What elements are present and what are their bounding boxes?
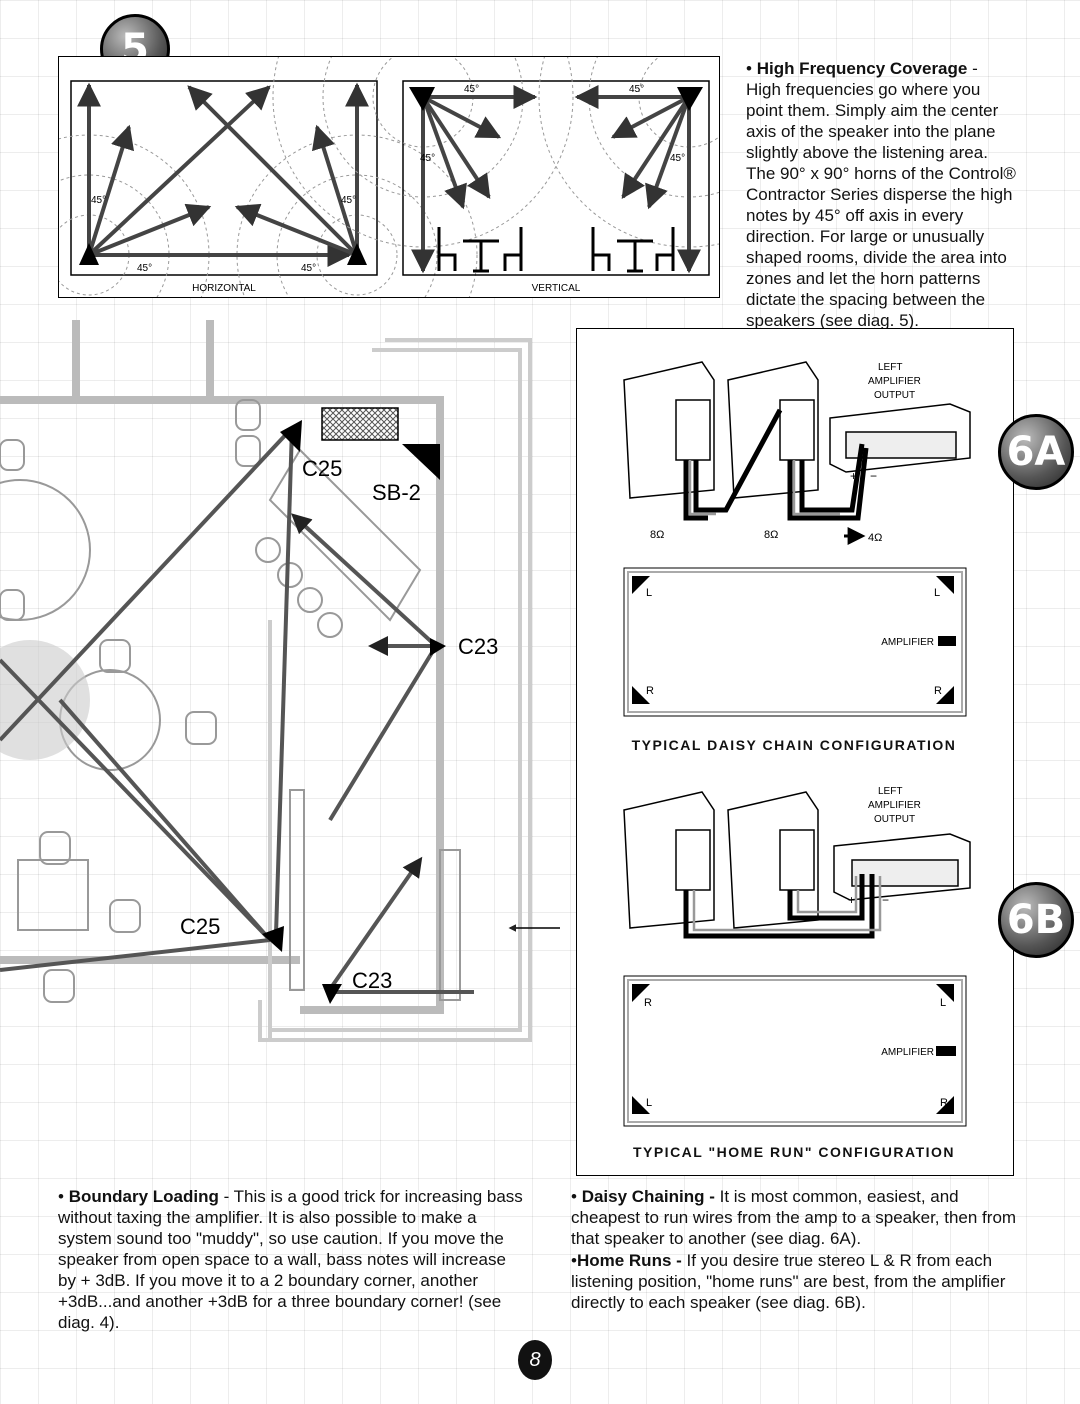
minus-label: − [882, 893, 889, 907]
daisy-chain-caption: TYPICAL DAISY CHAIN CONFIGURATION [631, 737, 957, 753]
corner-label: L [940, 997, 946, 1009]
horizontal-label: HORIZONTAL [192, 283, 256, 294]
high-frequency-paragraph: • High Frequency Coverage - High frequen… [746, 58, 1016, 331]
diagram-6b-badge: 6B [998, 882, 1074, 958]
boundary-loading-paragraph: • Boundary Loading - This is a good tric… [58, 1186, 528, 1333]
plus-label: + [850, 469, 857, 483]
diagram-6a-badge: 6A [998, 414, 1074, 490]
diagram-5-panel: 45° 45° 45° 45° HORIZONTAL 45° 45° 45° 4… [0, 0, 840, 376]
speaker-label-c23-bottom: C23 [352, 968, 392, 993]
daisy-chaining-title: Daisy Chaining - [581, 1187, 715, 1206]
plus-label: + [848, 893, 855, 907]
speaker-corner-icon [936, 686, 954, 704]
amp-output-line: LEFT [878, 362, 902, 373]
amp-output-line: LEFT [878, 786, 902, 797]
subwoofer-sb2 [321, 407, 399, 441]
angle-label: 45° [420, 153, 435, 164]
page-number-badge: 8 [518, 1340, 552, 1380]
corner-label: R [646, 685, 654, 697]
speaker-label-c25-top: C25 [302, 456, 342, 481]
home-runs-paragraph: •Home Runs - If you desire true stereo L… [571, 1250, 1021, 1313]
vertical-label: VERTICAL [532, 283, 581, 294]
furniture [0, 399, 461, 1003]
angle-label: 45° [464, 84, 479, 95]
amplifier-block-icon [938, 636, 956, 646]
high-frequency-title: High Frequency Coverage [756, 59, 968, 78]
speaker-corner-icon [632, 686, 650, 704]
bullet: • [571, 1187, 582, 1206]
amp-output-line: AMPLIFIER [868, 800, 921, 811]
home-run-caption: TYPICAL "HOME RUN" CONFIGURATION [632, 1144, 956, 1160]
boundary-loading-text: - This is a good trick for increasing ba… [58, 1187, 523, 1332]
speaker-cabinet-icon [727, 791, 819, 929]
daisy-chaining-text: It is most common, easiest, and cheapest… [571, 1187, 1017, 1248]
diagram-6b-label: 6B [1006, 897, 1066, 943]
speaker-cabinet-icon [623, 361, 715, 499]
diagram-6a-svg: LEFT AMPLIFIER OUTPUT 8Ω 8Ω 4Ω + − L L R… [623, 361, 971, 717]
angle-label: 45° [670, 153, 685, 164]
high-frequency-text: - High frequencies go where you point th… [746, 59, 1016, 330]
room-outline [623, 975, 967, 1127]
angle-label: 45° [341, 195, 356, 206]
speaker-right-icon [677, 87, 703, 111]
speaker-label-sb2: SB-2 [372, 480, 421, 505]
amp-output-line: OUTPUT [874, 814, 915, 825]
speaker-markers [262, 420, 446, 1004]
home-runs-text: If you desire true stereo L & R from eac… [571, 1251, 1006, 1312]
diagram-5-svg: 45° 45° 45° 45° HORIZONTAL 45° 45° 45° 4… [0, 0, 840, 376]
amp-output-line: OUTPUT [874, 390, 915, 401]
corner-label: R [940, 1097, 948, 1109]
speaker-corner-icon [936, 1096, 954, 1114]
impedance-label: 8Ω [650, 529, 664, 541]
speaker-corner-icon [936, 576, 954, 594]
bullet: • [571, 1251, 577, 1270]
angle-label: 45° [629, 84, 644, 95]
bullet: • [746, 59, 757, 78]
speaker-corner-icon [632, 984, 650, 1002]
speaker-corner-icon [632, 1096, 650, 1114]
diagram-6a-label: 6A [1006, 429, 1066, 475]
impedance-label: 8Ω [764, 529, 778, 541]
bullet: • [58, 1187, 69, 1206]
speaker-left-icon [409, 87, 435, 111]
floor-plan-svg: C25 SB-2 C23 C25 C23 [0, 320, 560, 1042]
speaker-left-icon [79, 243, 99, 265]
daisy-chaining-paragraph: • Daisy Chaining - It is most common, ea… [571, 1186, 1021, 1249]
speaker-right-icon [347, 243, 367, 265]
speaker-corner-icon [936, 984, 954, 1002]
angle-label: 45° [91, 195, 106, 206]
angle-label: 45° [137, 263, 152, 274]
boundary-loading-title: Boundary Loading [68, 1187, 219, 1206]
amplifier-label: AMPLIFIER [881, 1047, 934, 1058]
corner-label: L [646, 1097, 652, 1109]
corner-label: R [644, 997, 652, 1009]
home-runs-title: Home Runs - [576, 1251, 682, 1270]
table-chairs-icon [437, 227, 675, 273]
speaker-label-c23-mid: C23 [458, 634, 498, 659]
speaker-corner-icon [632, 576, 650, 594]
speaker-label-c25-bottom: C25 [180, 914, 220, 939]
impedance-label: 4Ω [868, 532, 882, 544]
speaker-cabinet-icon [623, 791, 715, 929]
diagram-6b-svg: LEFT AMPLIFIER OUTPUT + − R L L R AMPLIF… [623, 786, 971, 1127]
amplifier-block-icon [936, 1046, 956, 1056]
coverage-arrows [0, 426, 474, 994]
corner-label: L [934, 587, 940, 599]
corner-label: L [646, 587, 652, 599]
minus-label: − [870, 469, 877, 483]
corner-label: R [934, 685, 942, 697]
vertical-room [402, 80, 710, 276]
page-number: 8 [529, 1348, 541, 1371]
room-outline [623, 567, 967, 717]
amplifier-label: AMPLIFIER [881, 637, 934, 648]
amp-output-line: AMPLIFIER [868, 376, 921, 387]
angle-label: 45° [301, 263, 316, 274]
